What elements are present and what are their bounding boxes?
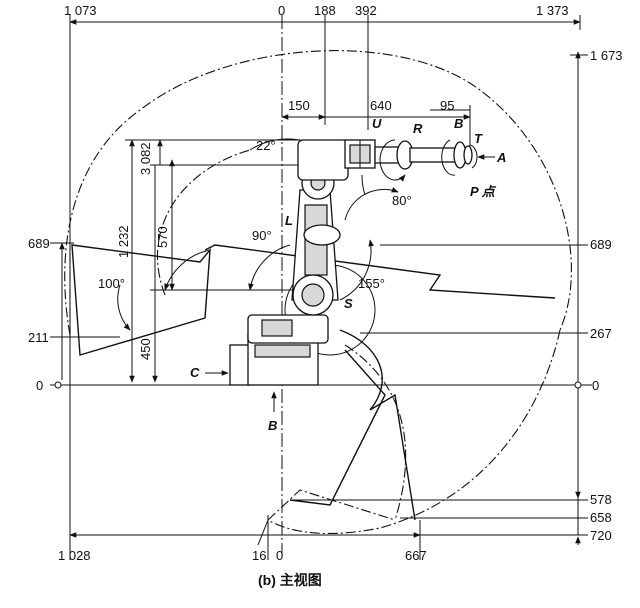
wrist-tube <box>409 147 459 163</box>
axis-label-t: T <box>474 131 483 146</box>
axis-label-b-base: B <box>268 418 277 433</box>
dim-top-0: 0 <box>278 3 285 18</box>
top-dimension-labels: 1 073 0 188 392 1 373 <box>64 3 569 18</box>
dim-vert-1232: 1 232 <box>116 225 131 258</box>
axis-label-r: R <box>413 121 423 136</box>
dim-right-658: 658 <box>590 510 612 525</box>
axis-labels: U R B T A P 点 L S C B <box>190 116 506 433</box>
figure-caption: (b) 主视图 <box>258 572 322 588</box>
dim-left-689: 689 <box>28 236 50 251</box>
dim-right-1673: 1 673 <box>590 48 623 63</box>
dim-bottom-16: 16 <box>252 548 266 563</box>
base-flange <box>229 344 251 386</box>
left-dimension-labels: 689 211 0 <box>28 236 50 393</box>
bottom-dimension-labels: 1 028 16 0 667 <box>58 548 427 563</box>
dim-top-188: 188 <box>314 3 336 18</box>
axis-label-a: A <box>496 150 506 165</box>
dim-arm-150: 150 <box>288 98 310 113</box>
dim-top-1073: 1 073 <box>64 3 97 18</box>
right-dimension-labels: 1 673 689 267 0 578 658 720 <box>590 48 623 543</box>
dim-left-0: 0 <box>36 378 43 393</box>
work-envelope <box>64 50 572 546</box>
tool-flange <box>463 145 473 165</box>
axis-label-u: U <box>372 116 382 131</box>
dim-right-578: 578 <box>590 492 612 507</box>
arm-dimension-labels: 150 640 95 <box>288 98 454 113</box>
dim-right-267: 267 <box>590 326 612 341</box>
dim-vert-570: 570 <box>155 226 170 248</box>
upper-arm-housing <box>297 139 349 181</box>
dim-arm-95: 95 <box>440 98 454 113</box>
axis-label-b: B <box>454 116 463 131</box>
dim-bottom-0: 0 <box>276 548 283 563</box>
dim-vert-450: 450 <box>138 338 153 360</box>
dim-arm-640: 640 <box>370 98 392 113</box>
dim-bottom-667: 667 <box>405 548 427 563</box>
angle-labels: 22° 80° 90° 100° 155° <box>98 138 412 291</box>
angle-22: 22° <box>256 138 276 153</box>
angle-155: 155° <box>358 276 385 291</box>
angle-90: 90° <box>252 228 272 243</box>
dimension-lines <box>50 15 592 560</box>
axis-label-s: S <box>344 296 353 311</box>
dim-left-211: 211 <box>28 330 49 345</box>
axis-label-c: C <box>190 365 200 380</box>
dim-top-1373: 1 373 <box>536 3 569 18</box>
point-p-label: P 点 <box>470 184 497 199</box>
dim-right-689: 689 <box>590 237 612 252</box>
dim-right-720: 720 <box>590 528 612 543</box>
vertical-dimension-labels: 3 082 1 232 570 450 <box>116 142 170 360</box>
dim-top-392: 392 <box>355 3 377 18</box>
dim-bottom-1028: 1 028 <box>58 548 91 563</box>
dim-right-0: 0 <box>592 378 599 393</box>
dim-vert-3082: 3 082 <box>138 142 153 175</box>
axis-label-l: L <box>285 213 293 228</box>
angle-80: 80° <box>392 193 412 208</box>
robot-body <box>205 139 495 412</box>
angle-100: 100° <box>98 276 125 291</box>
